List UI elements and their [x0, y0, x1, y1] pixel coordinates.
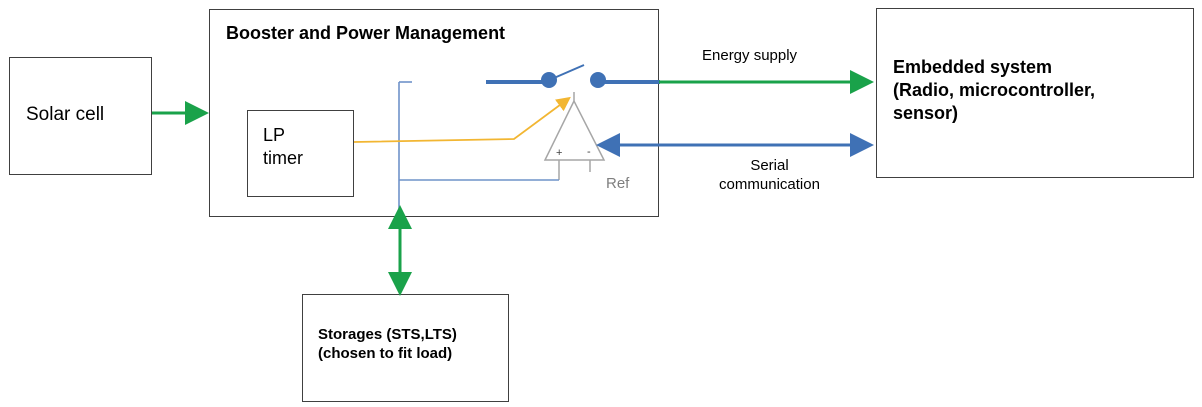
- booster-power-management-block: [209, 9, 659, 217]
- timer-control-line: [353, 96, 571, 143]
- comparator-minus-sign: -: [587, 146, 591, 158]
- solar-cell-label: Solar cell: [26, 104, 105, 125]
- booster-title: Booster and Power Management: [226, 23, 506, 43]
- lp-timer-label: LP timer: [263, 125, 303, 169]
- ref-label: Ref: [606, 175, 630, 192]
- switch-contact-left: [541, 72, 557, 88]
- serial-communication-label: Serial communication: [719, 157, 820, 194]
- comparator-plus-sign: +: [556, 147, 563, 159]
- lp-timer-block: [247, 110, 354, 197]
- embedded-system-block: [876, 8, 1194, 178]
- solar-cell-block: [9, 57, 152, 175]
- comparator-triangle: [543, 99, 606, 161]
- storages-label: Storages (STS,LTS) (chosen to fit load): [318, 326, 457, 363]
- switch-blade: [553, 64, 585, 79]
- embedded-system-label: Embedded system (Radio, microcontroller,…: [893, 57, 1096, 124]
- energy-supply-label: Energy supply: [702, 47, 798, 64]
